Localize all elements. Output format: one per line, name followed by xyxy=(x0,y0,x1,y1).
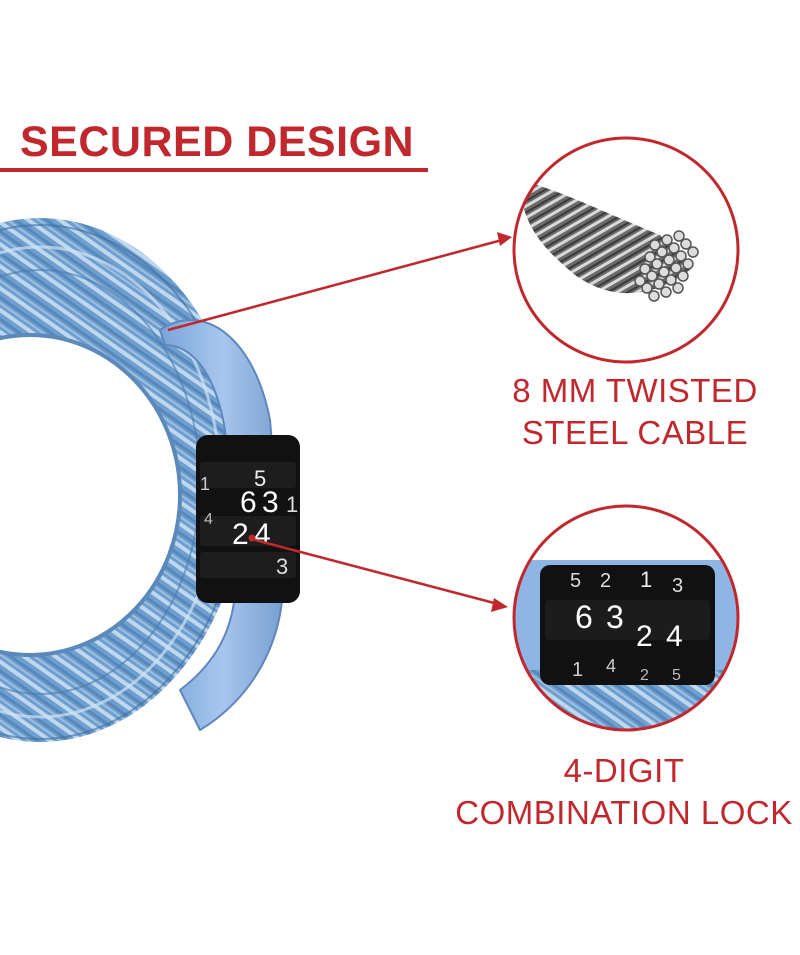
dial-top-3: 1 xyxy=(286,492,298,517)
dial-code-4: 4 xyxy=(254,518,271,551)
arrow-head-icon xyxy=(497,232,512,246)
svg-text:6: 6 xyxy=(575,599,593,635)
title-underline xyxy=(0,168,428,172)
arrow-head-icon xyxy=(491,598,508,612)
dial-code-1: 6 xyxy=(240,486,257,519)
page-title: SECURED DESIGN xyxy=(20,118,415,166)
callout-arrows xyxy=(167,232,512,612)
combination-lock-zoom: 5 2 1 3 6 3 2 4 1 4 2 5 xyxy=(512,504,740,732)
dial-below-2: 4 xyxy=(204,511,213,528)
cable-caption-line-1: 8 MM TWISTED xyxy=(512,372,758,409)
dial-below-3: 3 xyxy=(276,554,288,579)
dial-code-2: 3 xyxy=(262,486,279,519)
cable-caption-line-2: STEEL CABLE xyxy=(521,414,749,451)
svg-text:5: 5 xyxy=(672,667,681,684)
svg-text:3: 3 xyxy=(672,575,683,597)
svg-text:1: 1 xyxy=(572,659,583,681)
steel-cable-zoom xyxy=(512,136,740,364)
lock-caption-line-1: 4-DIGIT xyxy=(563,752,685,789)
combination-lock: 5 6 3 1 2 4 3 1 4 xyxy=(196,435,300,603)
cable-caption: 8 MM TWISTED STEEL CABLE xyxy=(470,370,800,454)
svg-text:5: 5 xyxy=(570,570,581,592)
dial-below-1: 1 xyxy=(200,474,210,494)
lock-caption-line-2: COMBINATION LOCK xyxy=(455,794,793,831)
dial-code-3: 2 xyxy=(232,518,249,551)
lock-caption: 4-DIGIT COMBINATION LOCK xyxy=(448,750,800,834)
svg-text:2: 2 xyxy=(636,620,653,653)
svg-text:4: 4 xyxy=(606,656,616,676)
svg-text:2: 2 xyxy=(600,570,611,592)
dial-top-1: 5 xyxy=(254,466,266,491)
svg-text:3: 3 xyxy=(606,599,624,635)
svg-text:1: 1 xyxy=(640,567,652,592)
svg-text:2: 2 xyxy=(640,667,649,684)
svg-text:4: 4 xyxy=(666,620,683,653)
lock-bumper xyxy=(158,319,284,732)
